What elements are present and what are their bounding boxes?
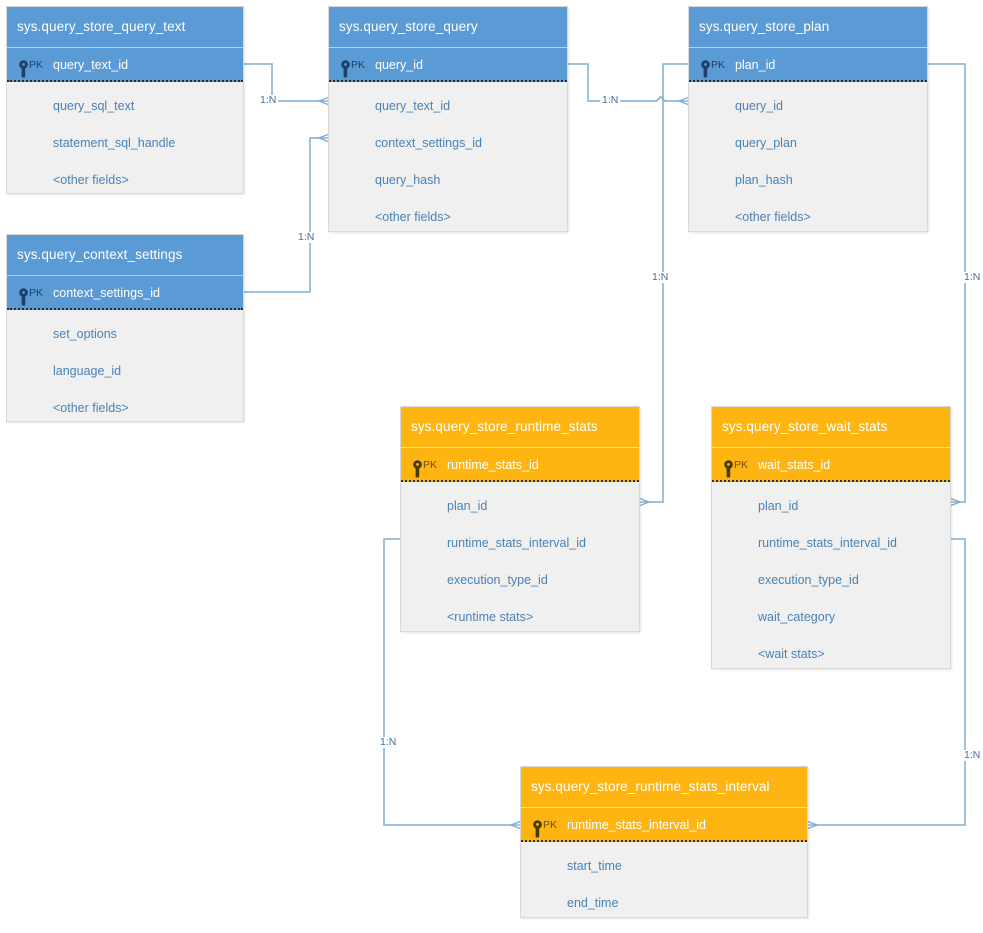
cardinality-label: 1:N <box>258 94 279 106</box>
entity-field[interactable]: <wait stats> <box>758 647 825 661</box>
primary-key-name: query_id <box>375 58 423 72</box>
entity-title: sys.query_store_wait_stats <box>712 407 950 447</box>
entity-field[interactable]: query_hash <box>375 173 441 187</box>
key-icon <box>723 457 734 478</box>
entity-field[interactable]: <other fields> <box>53 173 129 187</box>
entity-field[interactable]: query_id <box>735 99 783 113</box>
entity-field[interactable]: plan_id <box>447 499 488 513</box>
entity-field[interactable]: query_sql_text <box>53 99 135 113</box>
entity-title: sys.query_store_runtime_stats <box>401 407 639 447</box>
entity-field[interactable]: language_id <box>53 364 122 378</box>
entity-field[interactable]: execution_type_id <box>758 573 859 587</box>
entity-title: sys.query_store_plan <box>689 7 927 47</box>
key-icon <box>18 285 29 306</box>
primary-key-abbr: PK <box>29 59 44 71</box>
entity-field[interactable]: <other fields> <box>53 401 129 415</box>
entity-field[interactable]: runtime_stats_interval_id <box>758 536 897 550</box>
entity-field-list: query_text_id context_settings_id query_ha… <box>329 82 567 246</box>
entity-field[interactable]: query_text_id <box>375 99 451 113</box>
primary-key-abbr: PK <box>711 59 726 71</box>
connector-plan-to-runtime-stats <box>648 63 688 502</box>
entity-field[interactable]: plan_hash <box>735 173 793 187</box>
entity-field[interactable]: query_plan <box>735 136 797 150</box>
cardinality-label: 1:N <box>962 749 983 761</box>
entity-field[interactable]: start_time <box>567 859 622 873</box>
entity-field[interactable]: <other fields> <box>735 210 811 224</box>
primary-key-abbr: PK <box>423 459 438 471</box>
primary-key-abbr: PK <box>734 459 749 471</box>
entity-field[interactable]: end_time <box>567 896 619 910</box>
entity-field[interactable]: statement_sql_handle <box>53 136 176 150</box>
entity-field[interactable]: <runtime stats> <box>447 610 534 624</box>
cardinality-label: 1:N <box>962 271 983 283</box>
cardinality-label: 1:N <box>296 231 317 243</box>
entity-field-list: query_id query_plan plan_hash <other fields… <box>689 82 927 246</box>
key-icon <box>412 457 423 478</box>
entity-title: sys.query_store_query_text <box>7 7 243 47</box>
primary-key-name: wait_stats_id <box>758 458 831 472</box>
key-icon <box>700 57 711 78</box>
entity-title: sys.query_store_runtime_stats_interval <box>521 767 807 807</box>
entity-primary-key-row[interactable]: PK runtime_stats_interval_id <box>521 807 807 842</box>
entity-field-list: plan_id runtime_stats_interval_id executio… <box>401 482 639 646</box>
entity-primary-key-row[interactable]: PK context_settings_id <box>7 275 243 310</box>
entity-field[interactable]: wait_category <box>758 610 836 624</box>
primary-key-abbr: PK <box>29 287 44 299</box>
key-icon <box>532 817 543 838</box>
connector-query-to-plan <box>568 63 680 101</box>
entity-field[interactable]: execution_type_id <box>447 573 548 587</box>
entity-primary-key-row[interactable]: PK runtime_stats_id <box>401 447 639 482</box>
entity-field-list: start_time end_time <box>521 842 807 932</box>
primary-key-abbr: PK <box>351 59 366 71</box>
entity-field-list: query_sql_text statement_sql_handle <other… <box>7 82 243 209</box>
primary-key-name: runtime_stats_interval_id <box>567 818 706 832</box>
entity-field[interactable]: set_options <box>53 327 117 341</box>
connector-context-settings-to-query <box>244 138 320 293</box>
primary-key-name: query_text_id <box>53 58 129 72</box>
primary-key-name: plan_id <box>735 58 776 72</box>
entity-field[interactable]: <other fields> <box>375 210 451 224</box>
entity-field[interactable]: runtime_stats_interval_id <box>447 536 586 550</box>
entity-primary-key-row[interactable]: PK query_id <box>329 47 567 82</box>
key-icon <box>18 57 29 78</box>
primary-key-name: runtime_stats_id <box>447 458 539 472</box>
entity-title: sys.query_context_settings <box>7 235 243 275</box>
entity-primary-key-row[interactable]: PK query_text_id <box>7 47 243 82</box>
connector-query-text-to-query <box>244 63 320 101</box>
entity-field[interactable]: context_settings_id <box>375 136 483 150</box>
entity-field[interactable]: plan_id <box>758 499 799 513</box>
primary-key-abbr: PK <box>543 819 558 831</box>
entity-primary-key-row[interactable]: PK plan_id <box>689 47 927 82</box>
cardinality-label: 1:N <box>378 736 399 748</box>
entity-primary-key-row[interactable]: PK wait_stats_id <box>712 447 950 482</box>
primary-key-name: context_settings_id <box>53 286 161 300</box>
key-icon <box>340 57 351 78</box>
entity-field-list: set_options language_id <other fields> <box>7 310 243 437</box>
entity-title: sys.query_store_query <box>329 7 567 47</box>
entity-field-list: plan_id runtime_stats_interval_id executio… <box>712 482 950 683</box>
cardinality-label: 1:N <box>600 94 621 106</box>
cardinality-label: 1:N <box>650 271 671 283</box>
